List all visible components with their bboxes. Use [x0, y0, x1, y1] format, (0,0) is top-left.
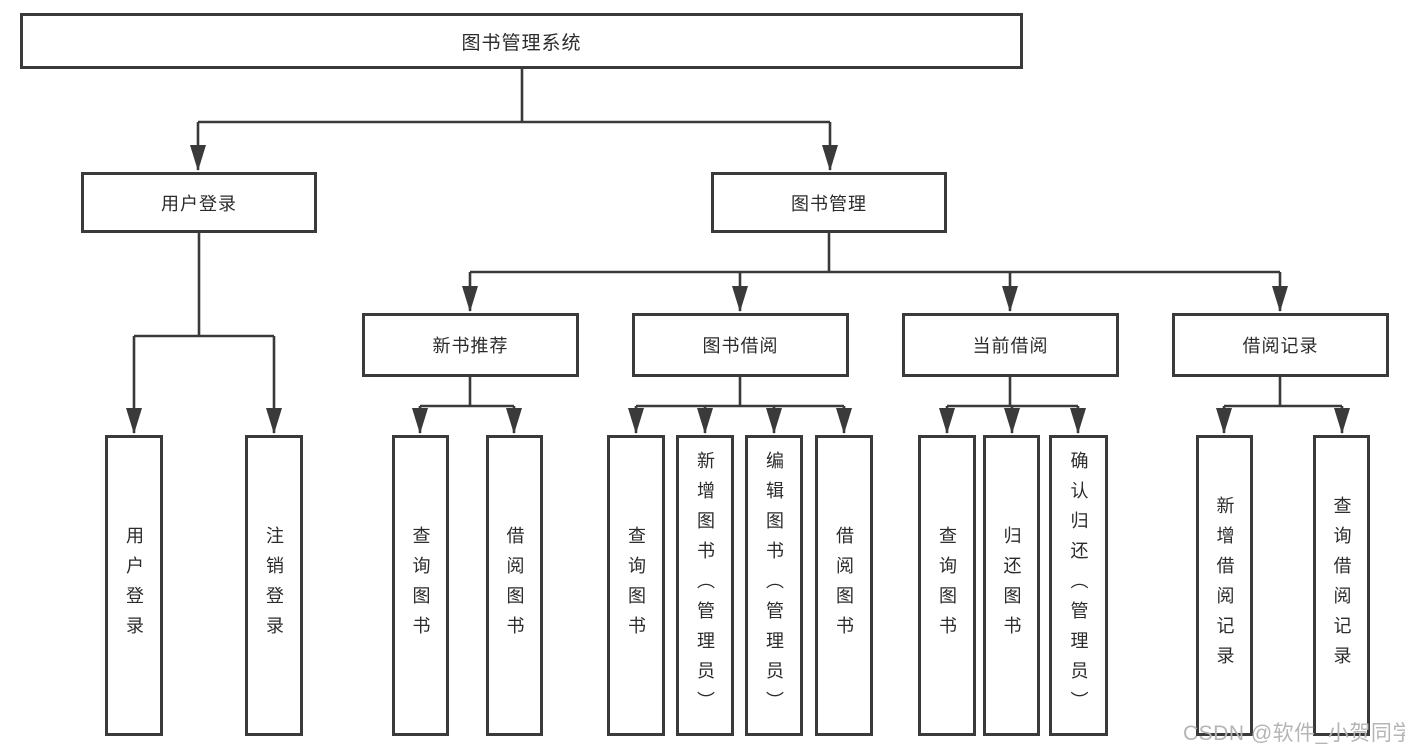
edges-new-book-recommend-children	[412, 376, 522, 434]
node-current-borrow: 当前借阅	[902, 313, 1119, 377]
leaf-borrow-book: 借阅图书	[815, 435, 873, 736]
leaf-recommend-query-book: 查询图书	[392, 435, 449, 736]
node-current-borrow-label: 当前借阅	[972, 336, 1049, 356]
leaf-confirm-return-admin-label: 确认归还（管理员）	[1068, 450, 1089, 721]
edges-book-management-children	[462, 233, 1288, 312]
edges-book-borrow-children	[628, 376, 852, 434]
edges-root-to-level2	[190, 68, 838, 171]
edges-borrow-records-children	[1216, 376, 1350, 434]
leaf-edit-book-admin-label: 编辑图书（管理员）	[764, 450, 784, 721]
node-borrow-records-label: 借阅记录	[1242, 336, 1319, 356]
node-borrow-records: 借阅记录	[1172, 313, 1389, 377]
leaf-recommend-query-book-label: 查询图书	[410, 525, 431, 646]
leaf-add-borrow-record: 新增借阅记录	[1196, 435, 1253, 736]
leaf-edit-book-admin: 编辑图书（管理员）	[745, 435, 803, 736]
leaf-return-book-label: 归还图书	[1001, 525, 1022, 646]
leaf-query-borrow-record: 查询借阅记录	[1313, 435, 1370, 736]
node-book-management-label: 图书管理	[791, 193, 867, 214]
leaf-recommend-borrow-book-label: 借阅图书	[504, 525, 525, 646]
edges-current-borrow-children	[939, 376, 1086, 434]
edges-user-login-children	[126, 233, 282, 434]
leaf-logout-label: 注销登录	[264, 525, 284, 646]
leaf-user-login: 用户登录	[105, 435, 163, 736]
leaf-add-borrow-record-label: 新增借阅记录	[1214, 495, 1235, 676]
leaf-confirm-return-admin: 确认归还（管理员）	[1049, 435, 1108, 736]
leaf-current-query-book-label: 查询图书	[937, 525, 957, 646]
node-new-book-recommend-label: 新书推荐	[432, 336, 509, 356]
leaf-borrow-book-label: 借阅图书	[834, 525, 854, 646]
leaf-user-login-label: 用户登录	[124, 525, 144, 646]
node-root: 图书管理系统	[20, 13, 1023, 69]
leaf-recommend-borrow-book: 借阅图书	[486, 435, 543, 736]
node-book-borrow: 图书借阅	[632, 313, 849, 377]
node-new-book-recommend: 新书推荐	[362, 313, 579, 377]
csdn-watermark: CSDN @软件_小贺同学	[1183, 722, 1405, 745]
leaf-add-book-admin: 新增图书（管理员）	[676, 435, 734, 736]
leaf-borrow-query-book: 查询图书	[607, 435, 665, 736]
node-user-login-label: 用户登录	[161, 193, 237, 214]
leaf-query-borrow-record-label: 查询借阅记录	[1331, 495, 1352, 676]
leaf-return-book: 归还图书	[983, 435, 1040, 736]
leaf-borrow-query-book-label: 查询图书	[626, 525, 646, 646]
leaf-logout: 注销登录	[245, 435, 303, 736]
node-root-label: 图书管理系统	[461, 32, 582, 54]
leaf-add-book-admin-label: 新增图书（管理员）	[695, 450, 715, 721]
node-book-management: 图书管理	[711, 172, 947, 233]
leaf-current-query-book: 查询图书	[918, 435, 976, 736]
node-user-login: 用户登录	[81, 172, 317, 233]
node-book-borrow-label: 图书借阅	[702, 336, 779, 356]
